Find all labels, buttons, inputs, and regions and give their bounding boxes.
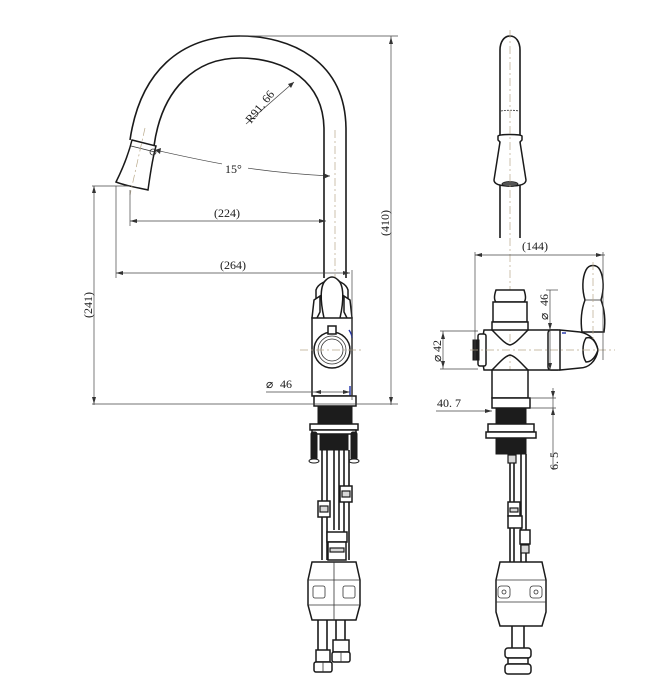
spout-radius-label: R91. 66 <box>242 88 277 126</box>
outlet-diameter-label: 42 <box>430 340 444 352</box>
deck-thickness-label: 6. 5 <box>547 452 561 470</box>
base-diameter-label: 46 <box>280 377 292 391</box>
reach-spray-label: (224) <box>214 206 240 220</box>
spray-angle-label: 15° <box>225 162 242 176</box>
total-height-label: (410) <box>378 210 392 236</box>
front-view: (144) 46 ⌀ ⌀ 42 40. 7 6. 5 <box>430 30 615 675</box>
base-diameter-symbol: ⌀ <box>266 377 273 391</box>
spout-height-label: (241) <box>81 292 95 318</box>
width-label: (144) <box>522 239 548 253</box>
outlet-diameter-symbol: ⌀ <box>430 355 444 362</box>
body-diameter-symbol: ⌀ <box>537 313 551 320</box>
body-diameter-label: 46 <box>537 294 551 306</box>
reach-total-label: (264) <box>220 258 246 272</box>
base-offset-label: 40. 7 <box>437 396 461 410</box>
side-view: R91. 66 15° <box>81 35 398 673</box>
